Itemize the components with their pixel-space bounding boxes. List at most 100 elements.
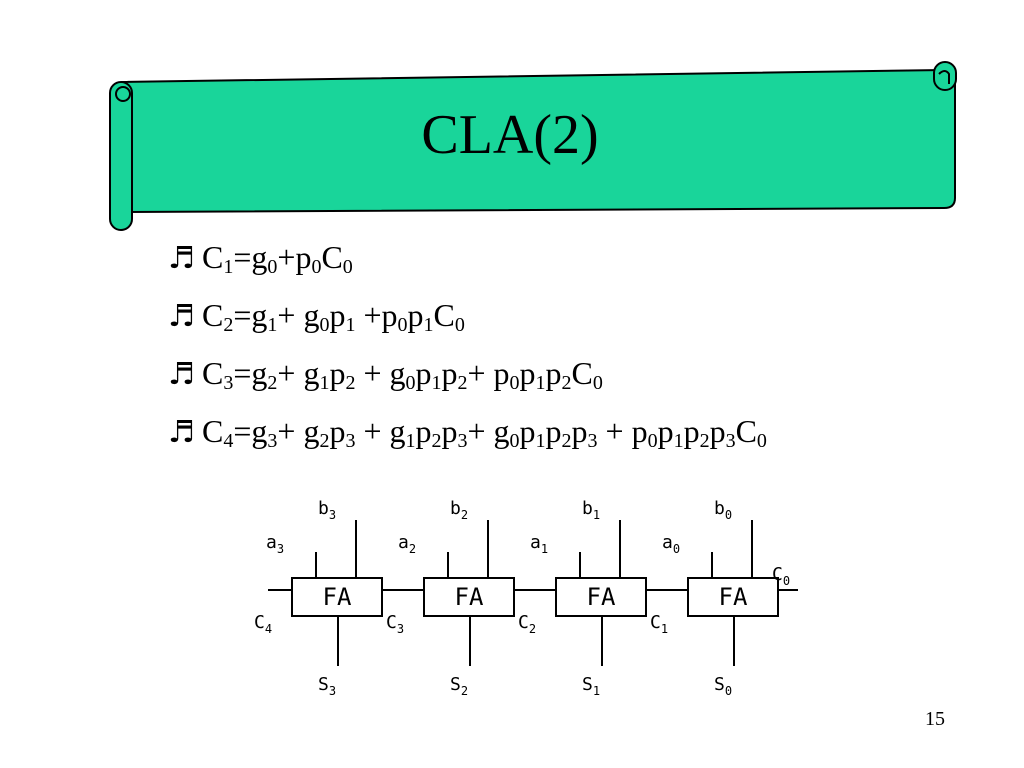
- a-input-label: a2: [398, 532, 416, 556]
- equation-term: + g1: [277, 355, 330, 394]
- a-input-label-subscript: 1: [541, 542, 548, 556]
- a-input-label-subscript: 2: [409, 542, 416, 556]
- equation-term: C0: [571, 355, 603, 394]
- equation-term: + g0: [355, 355, 416, 394]
- equation-subscript: 3: [345, 430, 356, 452]
- full-adder-label: FA: [455, 583, 484, 611]
- equation-subscript: 0: [454, 314, 465, 336]
- equation-subscript: 2: [267, 372, 278, 394]
- full-adder-label: FA: [719, 583, 748, 611]
- equation-term: C3: [202, 355, 234, 394]
- a-input-label: a3: [266, 532, 284, 556]
- equation-subscript: 1: [405, 430, 416, 452]
- sum-output-label: S3: [318, 674, 336, 698]
- equation-subscript: 3: [457, 430, 468, 452]
- equation-subscript: 0: [267, 256, 278, 278]
- equation-term: p2: [415, 413, 442, 452]
- carry-out-label-subscript: 1: [661, 622, 668, 636]
- equation-term: p3: [571, 413, 598, 452]
- equation-c1: ♬C1=g0+p0C0: [168, 232, 767, 290]
- equation-subscript: 3: [223, 372, 234, 394]
- equation-term: p1: [519, 355, 546, 394]
- equation-term: =g1: [233, 297, 278, 336]
- full-adder-block: [423, 577, 515, 617]
- full-adder-block: [555, 577, 647, 617]
- b-input-label: b1: [582, 498, 600, 522]
- sum-output-label-subscript: 3: [329, 684, 336, 698]
- carry-out-label: C3: [386, 612, 404, 636]
- equation-term: p1: [657, 413, 684, 452]
- equation-c3: ♬C3=g2+ g1p2 + g0p1p2+ p0p1p2C0: [168, 348, 767, 406]
- sum-output-label: S2: [450, 674, 468, 698]
- equation-subscript: 1: [423, 314, 434, 336]
- equation-subscript: 0: [311, 256, 322, 278]
- music-note-bullet-icon: ♬: [168, 357, 195, 392]
- equation-subscript: 2: [457, 372, 468, 394]
- equation-term: p1: [329, 297, 356, 336]
- equation-subscript: 0: [756, 430, 767, 452]
- equation-term: =g0: [233, 239, 278, 278]
- equation-subscript: 2: [561, 430, 572, 452]
- title-banner: [109, 61, 957, 231]
- equation-subscript: 3: [267, 430, 278, 452]
- equation-subscript: 1: [431, 372, 442, 394]
- equation-subscript: 1: [223, 256, 234, 278]
- equation-term: + p0: [597, 413, 658, 452]
- equation-term: p1: [407, 297, 434, 336]
- equation-subscript: 0: [592, 372, 603, 394]
- equation-subscript: 0: [405, 372, 416, 394]
- equation-subscript: 1: [535, 372, 546, 394]
- sum-output-label-subscript: 2: [461, 684, 468, 698]
- equation-term: p2: [545, 355, 572, 394]
- sum-output-label-subscript: 1: [593, 684, 600, 698]
- equation-term: =g3: [233, 413, 278, 452]
- equation-subscript: 2: [561, 372, 572, 394]
- equation-term: +p0: [355, 297, 408, 336]
- carry-in-label-subscript: 0: [783, 574, 790, 588]
- equation-term: p2: [683, 413, 710, 452]
- full-adder-block: [687, 577, 779, 617]
- equation-term: +p0: [277, 239, 322, 278]
- equation-term: p2: [545, 413, 572, 452]
- equation-term: p3: [709, 413, 736, 452]
- a-input-label: a1: [530, 532, 548, 556]
- full-adder-label: FA: [587, 583, 616, 611]
- equation-subscript: 1: [535, 430, 546, 452]
- equation-subscript: 0: [509, 430, 520, 452]
- equation-subscript: 0: [647, 430, 658, 452]
- slide-title: CLA(2): [421, 104, 599, 166]
- equation-term: + g2: [277, 413, 330, 452]
- banner-right-curl: [938, 70, 950, 84]
- b-input-label-subscript: 1: [593, 508, 600, 522]
- equation-c2: ♬C2=g1+ g0p1 +p0p1C0: [168, 290, 767, 348]
- full-adder-label: FA: [323, 583, 352, 611]
- equation-subscript: 3: [725, 430, 736, 452]
- equation-term: p3: [329, 413, 356, 452]
- b-input-label: b3: [318, 498, 336, 522]
- equation-term: + g0: [277, 297, 330, 336]
- full-adder-block: [291, 577, 383, 617]
- carry-out-label: C4: [254, 612, 272, 636]
- equation-term: + g0: [467, 413, 520, 452]
- equation-term: + g1: [355, 413, 416, 452]
- a-input-label-subscript: 0: [673, 542, 680, 556]
- banner-left-roll: [109, 81, 133, 231]
- equation-term: C0: [321, 239, 353, 278]
- equation-subscript: 0: [509, 372, 520, 394]
- a-input-label: a0: [662, 532, 680, 556]
- equation-subscript: 2: [431, 430, 442, 452]
- equation-c4: ♬C4=g3+ g2p3 + g1p2p3+ g0p1p2p3 + p0p1p2…: [168, 406, 767, 464]
- equation-term: C4: [202, 413, 234, 452]
- equation-term: p2: [329, 355, 356, 394]
- music-note-bullet-icon: ♬: [168, 415, 195, 450]
- b-input-label: b0: [714, 498, 732, 522]
- carry-out-label-subscript: 2: [529, 622, 536, 636]
- equation-subscript: 4: [223, 430, 234, 452]
- sum-output-label: S0: [714, 674, 732, 698]
- sum-output-label-subscript: 0: [725, 684, 732, 698]
- b-input-label: b2: [450, 498, 468, 522]
- equation-term: =g2: [233, 355, 278, 394]
- equation-term: + p0: [467, 355, 520, 394]
- carry-in-label: C0: [772, 564, 790, 588]
- equation-subscript: 3: [587, 430, 598, 452]
